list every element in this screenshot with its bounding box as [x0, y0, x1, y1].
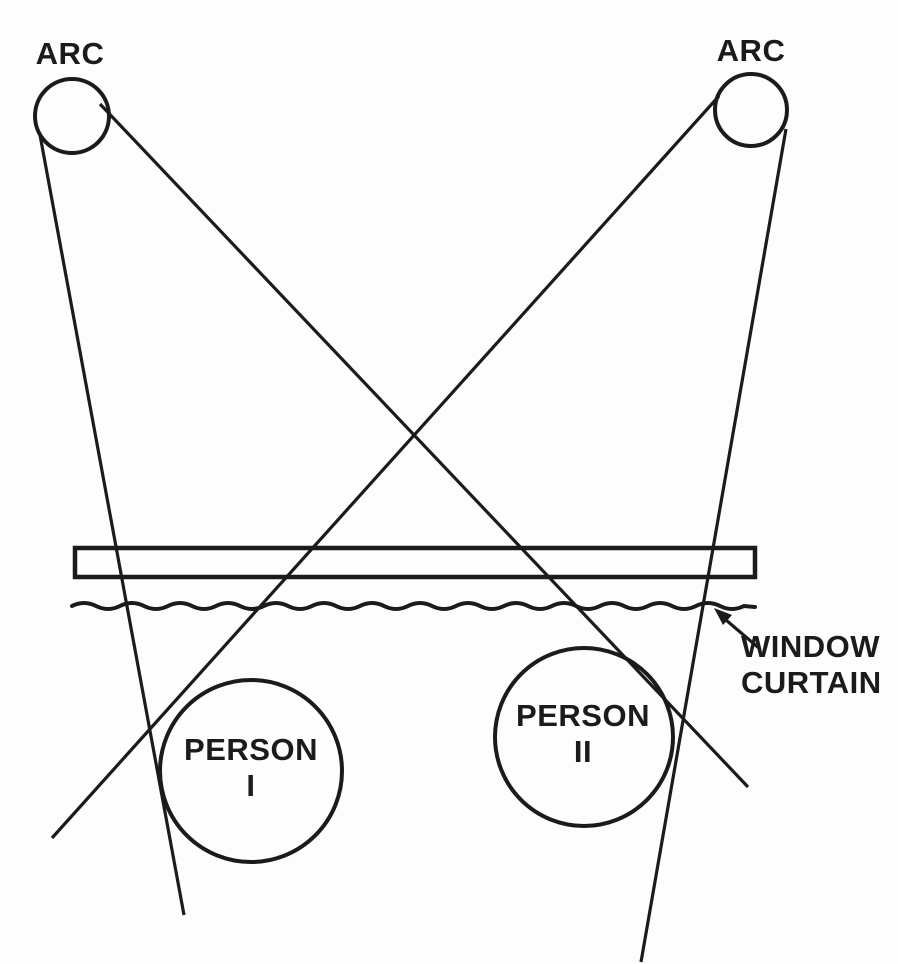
arc-right-label: ARC	[716, 33, 786, 68]
left-arc-lamp-circle	[33, 77, 111, 155]
beam-right-arc-to-person1	[50, 94, 721, 840]
person1-label-numeral: I	[246, 768, 256, 803]
person2-label-numeral: II	[573, 734, 593, 769]
person1-label-word: PERSON	[184, 732, 318, 767]
window-curtain-label: WINDOW CURTAIN	[741, 629, 882, 701]
curtain-wavy-line	[70, 601, 757, 611]
window-curtain-label-line2: CURTAIN	[741, 665, 882, 700]
window-curtain-label-line1: WINDOW	[741, 629, 881, 664]
beam-right-arc-downward	[639, 128, 788, 963]
curtain-arrow-shaft	[724, 618, 762, 651]
person1-circle	[158, 678, 344, 864]
person2-label-word: PERSON	[516, 698, 650, 733]
person2-circle	[493, 646, 675, 828]
arc-left-label: ARC	[35, 36, 105, 71]
beam-left-arc-to-person2	[98, 102, 750, 789]
person1-label: PERSON I	[184, 732, 318, 804]
right-arc-lamp-circle	[713, 72, 789, 148]
curtain-arrowhead-icon	[714, 608, 732, 625]
window-bar	[72, 545, 758, 580]
person2-label: PERSON II	[516, 698, 650, 770]
